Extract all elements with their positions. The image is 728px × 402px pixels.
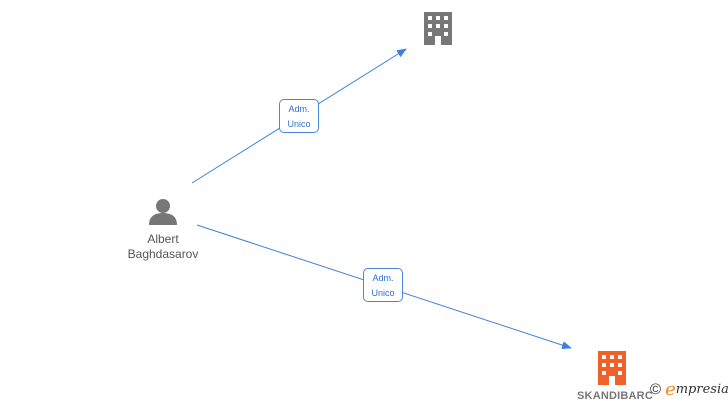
building-icon-top[interactable] — [424, 0, 452, 45]
empresia-watermark: © e mpresia — [650, 378, 728, 400]
edge-label-bottom-line2: Unico — [371, 288, 395, 298]
edge-label-top-line2: Unico — [287, 119, 311, 129]
brand-initial: e — [665, 378, 676, 400]
edge-label-top-line1: Adm. — [288, 104, 310, 114]
edge-label-top[interactable]: Adm. Unico — [279, 99, 319, 133]
person-name-line1: Albert — [147, 232, 179, 246]
building-icon-bottom[interactable] — [598, 351, 626, 385]
edge-label-bottom-line1: Adm. — [372, 273, 394, 283]
person-icon[interactable] — [149, 199, 177, 225]
company-name-label-bottom: SKANDIBARC — [577, 390, 653, 402]
person-name-line2: Baghdasarov — [127, 247, 199, 261]
person-name-label: Albert Baghdasarov — [103, 232, 223, 262]
copyright-symbol: © — [650, 380, 662, 398]
edge-label-bottom[interactable]: Adm. Unico — [363, 268, 403, 302]
brand-name: mpresia — [675, 381, 728, 397]
